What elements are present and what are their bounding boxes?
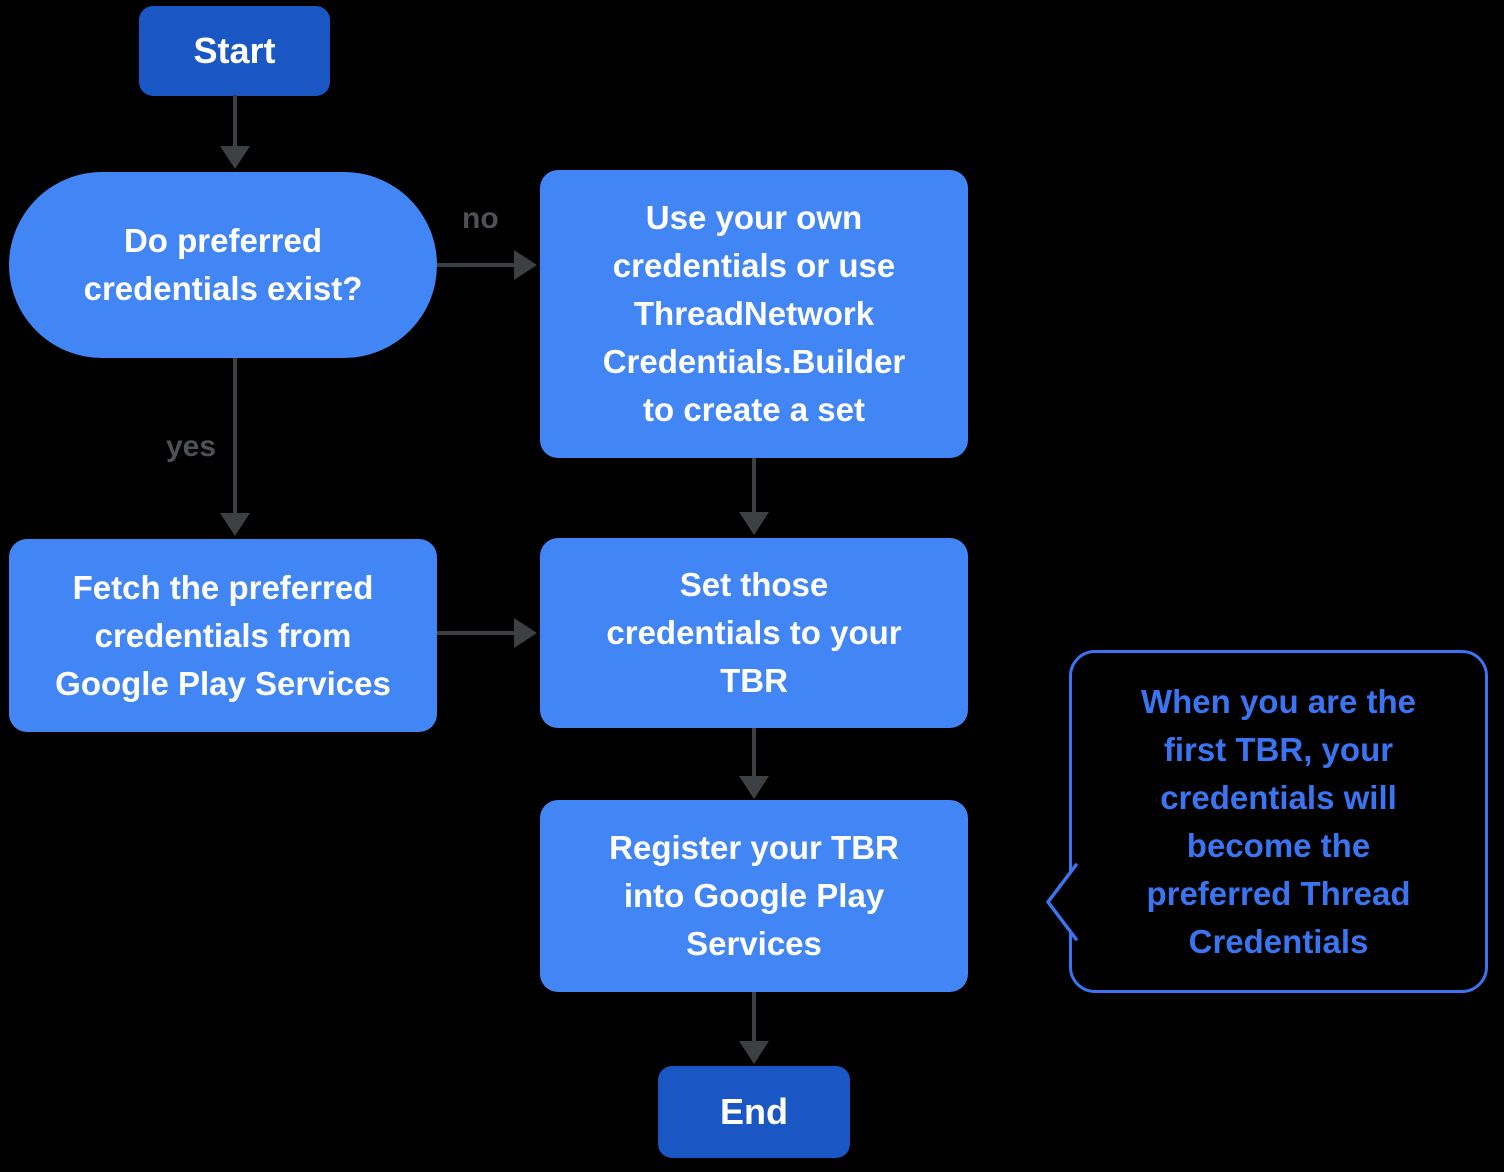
callout-text: When you are the first TBR, your credent… — [1140, 682, 1417, 960]
arrow-use-to-set — [752, 458, 756, 513]
callout-note: When you are the first TBR, your credent… — [1046, 650, 1488, 993]
node-use-own-credentials: Use your own credentials or use ThreadNe… — [540, 170, 968, 458]
arrow-fetch-to-set — [437, 631, 515, 635]
node-start: Start — [139, 6, 330, 96]
arrow-decision-to-use-no — [437, 263, 515, 267]
edge-label-yes: yes — [166, 430, 217, 463]
node-register-tbr: Register your TBR into Google Play Servi… — [540, 800, 968, 992]
arrow-set-to-register — [752, 728, 756, 777]
callout-tail-pointer — [1046, 863, 1078, 941]
edge-label-no: no — [462, 202, 499, 235]
node-set-credentials-tbr: Set those credentials to your TBR — [540, 538, 968, 728]
arrow-decision-to-fetch — [233, 358, 237, 514]
arrow-register-to-end — [752, 992, 756, 1042]
node-fetch-preferred-credentials: Fetch the preferred credentials from Goo… — [9, 539, 437, 732]
arrow-start-to-decision — [233, 95, 237, 147]
node-end: End — [658, 1066, 850, 1158]
node-decision-preferred-credentials: Do preferred credentials exist? — [9, 172, 437, 358]
